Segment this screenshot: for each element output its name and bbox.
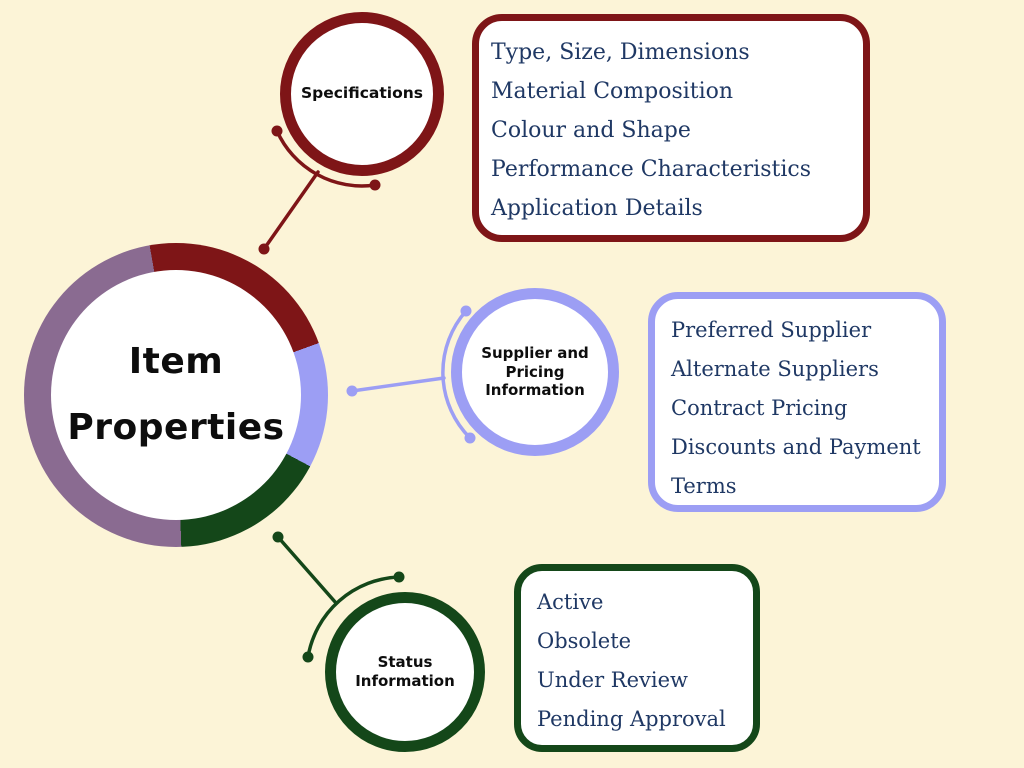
detail-item: Material Composition [491, 79, 734, 104]
branch-node-status: Status Information [325, 592, 485, 752]
branch-label-specifications: Specifications [300, 84, 424, 103]
detail-item: Alternate Suppliers [671, 357, 879, 381]
detail-item: Type, Size, Dimensions [491, 40, 750, 65]
detail-item: Colour and Shape [491, 118, 691, 143]
branch-node-supplier-pricing: Supplier and Pricing Information [451, 288, 619, 456]
center-title-line1: Item [128, 341, 224, 382]
detail-item: Discounts and Payment Terms [671, 435, 921, 498]
detail-item: Preferred Supplier [671, 318, 872, 342]
detail-item: Contract Pricing [671, 396, 848, 420]
center-node-ring: Item Properties [24, 243, 328, 547]
detail-item: Pending Approval [537, 707, 726, 731]
detail-item: Active [537, 590, 604, 614]
center-title-line2: Properties [67, 407, 285, 448]
detail-item: Under Review [537, 668, 689, 692]
branch-label-status: Status Information [355, 653, 455, 690]
detail-box-supplier-pricing: Preferred Supplier Alternate Suppliers C… [648, 292, 946, 512]
detail-box-specifications: Type, Size, Dimensions Material Composit… [472, 14, 870, 242]
branch-node-specifications: Specifications [280, 12, 444, 176]
detail-item: Obsolete [537, 629, 632, 653]
detail-box-status: Active Obsolete Under Review Pending App… [514, 564, 760, 752]
detail-item: Application Details [491, 196, 703, 221]
branch-label-supplier-pricing: Supplier and Pricing Information [481, 343, 589, 400]
detail-item: Performance Characteristics [491, 157, 811, 182]
center-node: Item Properties [51, 270, 301, 520]
